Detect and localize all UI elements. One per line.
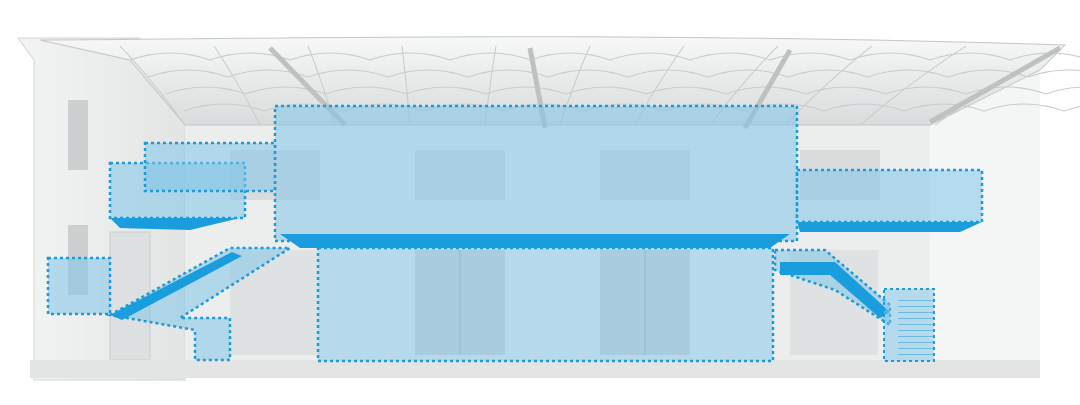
roof-vault-arc — [165, 86, 1080, 95]
left-landing-slab — [110, 218, 240, 230]
roof-rib — [213, 45, 261, 126]
right-end-wall — [930, 70, 1040, 360]
left-stair-boxes — [46, 141, 295, 362]
highlight-lower-volume — [316, 246, 775, 363]
stair-icon — [883, 288, 935, 362]
roof-rib — [119, 45, 186, 126]
right-stair-flight-icon — [780, 262, 890, 318]
mezzanine-slab — [280, 234, 790, 248]
upper-window-left — [68, 100, 88, 170]
roof-vault-arc — [129, 52, 1080, 61]
right-balcony-slab — [797, 222, 982, 232]
roof-vault-arc — [147, 69, 1080, 78]
left-stair-flight-icon — [110, 252, 242, 320]
highlight-mezzanine — [273, 104, 799, 243]
ground-floor-slab — [30, 360, 1040, 378]
